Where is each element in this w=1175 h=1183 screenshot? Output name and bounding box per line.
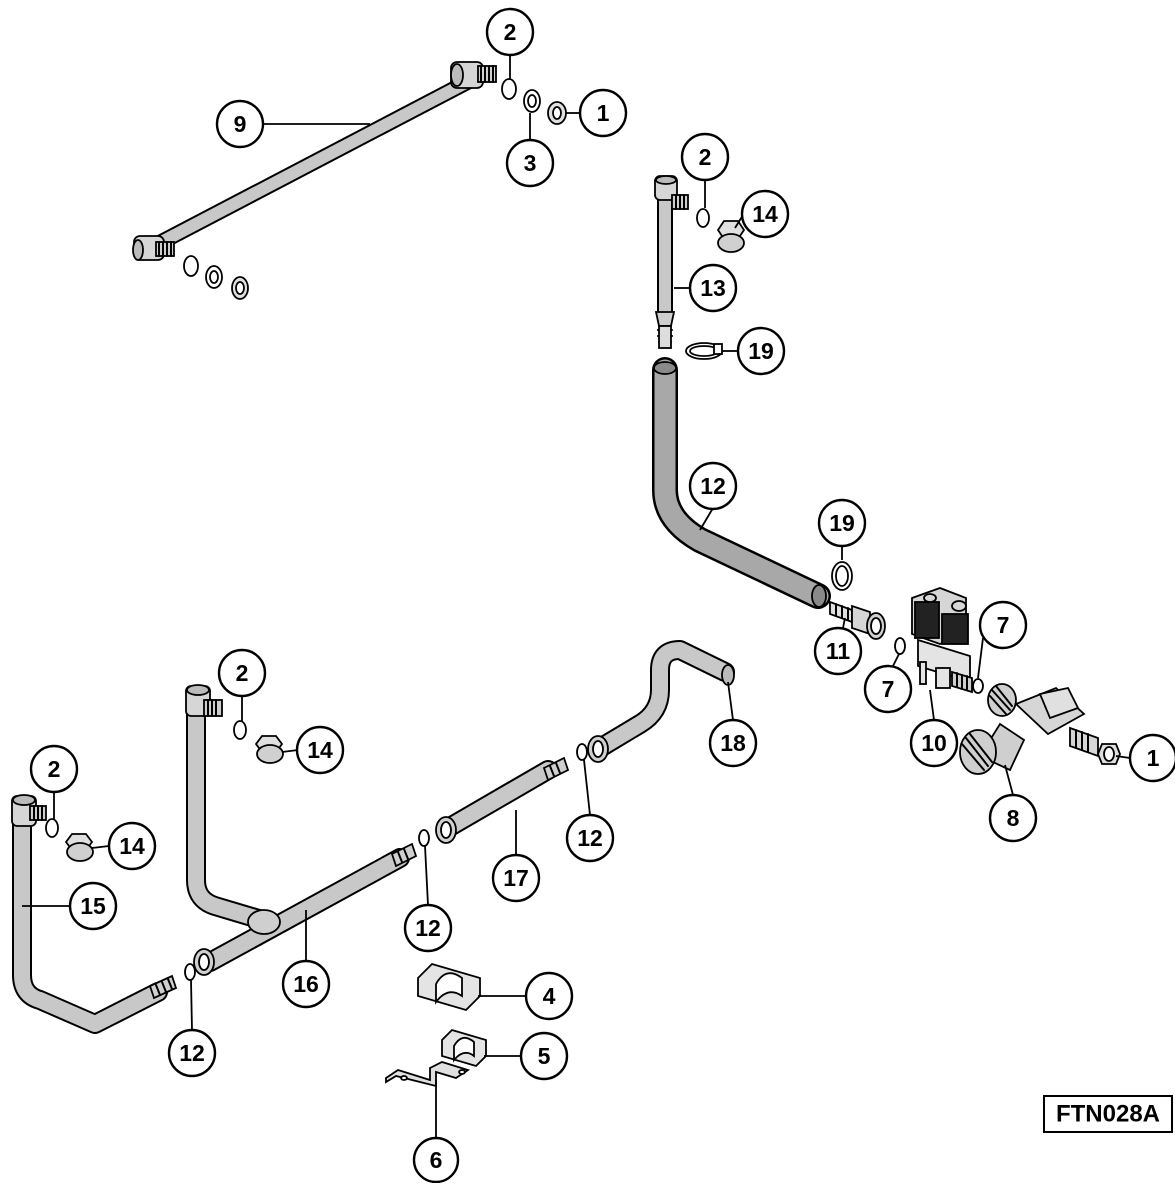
svg-text:12: 12 <box>179 1040 205 1066</box>
manifold-pipe-16 <box>185 684 418 976</box>
washer-7-right <box>972 678 984 694</box>
o-ring-12-bottom <box>184 963 196 981</box>
svg-text:17: 17 <box>503 865 529 891</box>
pipe-15-fittings <box>45 818 94 862</box>
callout-c12-mid: 12 <box>565 813 615 863</box>
callout-c6: 6 <box>412 1136 460 1183</box>
svg-text:16: 16 <box>293 971 319 997</box>
callout-c12-hose: 12 <box>688 461 738 511</box>
pipe-17 <box>435 756 570 844</box>
callout-c16: 16 <box>281 959 331 1009</box>
svg-text:3: 3 <box>524 150 537 176</box>
svg-text:1: 1 <box>597 100 610 126</box>
svg-text:2: 2 <box>236 660 249 686</box>
svg-text:19: 19 <box>829 510 855 536</box>
callout-c14-left: 14 <box>107 821 157 871</box>
callout-c17: 17 <box>491 853 541 903</box>
callout-c8: 8 <box>988 793 1038 843</box>
inlet-valve-body-8 <box>959 683 1099 775</box>
o-ring-12-mid <box>576 743 588 761</box>
callout-c1-right: 1 <box>1128 733 1175 783</box>
callout-c3: 3 <box>505 138 555 188</box>
pipe-18 <box>587 640 735 763</box>
figure-code: FTN028A <box>1043 1095 1173 1133</box>
solenoid-valve-10 <box>911 587 973 694</box>
callout-c12-center: 12 <box>403 903 453 953</box>
hose-clamp-19-mid <box>831 561 853 591</box>
svg-text:12: 12 <box>577 825 603 851</box>
clip-5 <box>441 1028 487 1068</box>
svg-text:9: 9 <box>234 111 247 137</box>
callout-c7-right: 7 <box>978 600 1028 650</box>
pipe-15 <box>11 794 178 1034</box>
svg-text:1: 1 <box>1147 745 1160 771</box>
callout-c18: 18 <box>708 718 758 768</box>
callout-c2-mid: 2 <box>217 648 267 698</box>
hose-barb-adapter-11 <box>829 600 886 640</box>
svg-text:FTN028A: FTN028A <box>1056 1101 1160 1128</box>
manifold-mid-fittings <box>233 720 284 764</box>
svg-text:2: 2 <box>504 19 517 45</box>
spray-arm-left-fittings <box>183 255 249 300</box>
svg-text:13: 13 <box>700 275 726 301</box>
spray-arm-right-fittings <box>501 78 567 125</box>
callout-c12-bottom: 12 <box>167 1028 217 1078</box>
callout-c2-left: 2 <box>29 744 79 794</box>
svg-text:2: 2 <box>48 756 61 782</box>
callout-c14-mid: 14 <box>295 725 345 775</box>
svg-text:2: 2 <box>699 144 712 170</box>
callout-c5: 5 <box>519 1031 569 1081</box>
svg-text:15: 15 <box>80 893 106 919</box>
callout-c10: 10 <box>909 718 959 768</box>
nut-1-right <box>1097 743 1121 765</box>
svg-text:6: 6 <box>430 1147 443 1173</box>
callout-c19-top: 19 <box>736 326 786 376</box>
svg-text:18: 18 <box>720 730 746 756</box>
riser-pipe-13 <box>654 175 689 349</box>
bracket-6 <box>385 1061 471 1088</box>
spray-arm-pipe <box>132 61 497 261</box>
callout-c11: 11 <box>813 626 863 676</box>
svg-text:12: 12 <box>415 915 441 941</box>
leader-lines <box>22 55 1131 1144</box>
svg-text:7: 7 <box>882 676 895 702</box>
svg-text:14: 14 <box>307 737 333 763</box>
o-ring-12-center <box>418 829 430 847</box>
hose-clamp-19-top <box>685 342 723 360</box>
callout-c7-left: 7 <box>863 664 913 714</box>
svg-text:4: 4 <box>543 983 556 1009</box>
callout-c2-right: 2 <box>680 132 730 182</box>
callout-c2-top: 2 <box>485 7 535 57</box>
washer-7-left <box>894 637 906 655</box>
svg-text:10: 10 <box>921 730 947 756</box>
callout-c1-top: 1 <box>578 88 628 138</box>
svg-text:8: 8 <box>1007 805 1020 831</box>
callout-c9: 9 <box>215 99 265 149</box>
callout-c15: 15 <box>68 881 118 931</box>
svg-text:7: 7 <box>997 612 1010 638</box>
hose-12 <box>652 357 831 609</box>
callout-c14-right: 14 <box>740 189 790 239</box>
svg-text:14: 14 <box>752 201 778 227</box>
svg-text:12: 12 <box>700 473 726 499</box>
riser-fittings <box>696 208 746 253</box>
callout-c13: 13 <box>688 263 738 313</box>
svg-text:14: 14 <box>119 833 145 859</box>
svg-text:5: 5 <box>538 1043 551 1069</box>
svg-text:19: 19 <box>748 338 774 364</box>
clip-4 <box>417 962 481 1012</box>
callout-c4: 4 <box>524 971 574 1021</box>
svg-text:11: 11 <box>826 638 851 664</box>
callout-c19-mid: 19 <box>817 498 867 548</box>
